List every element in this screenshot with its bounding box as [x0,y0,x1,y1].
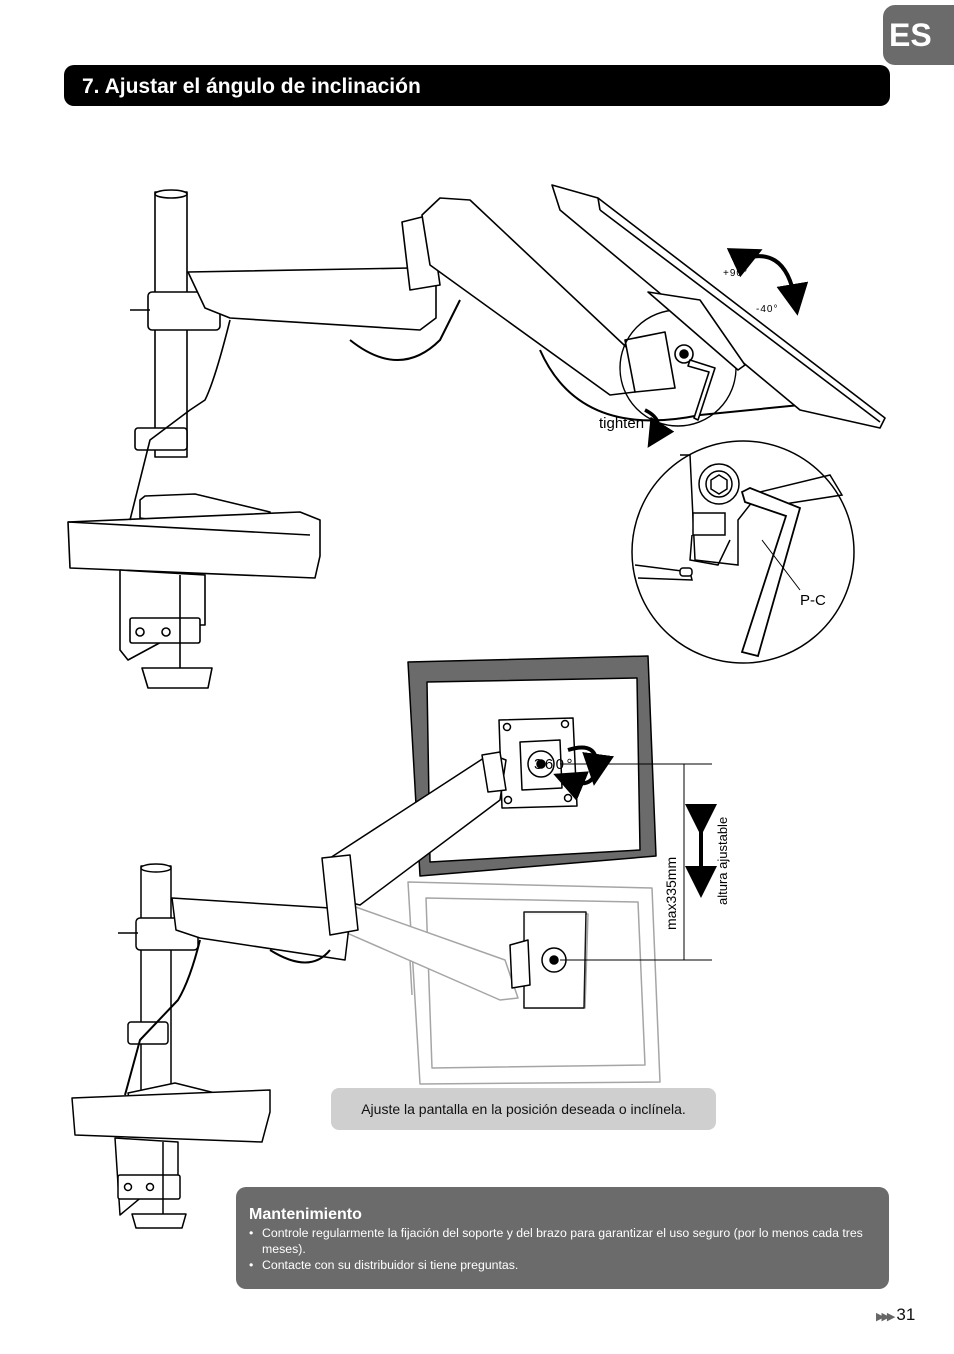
maintenance-item: Controle regularmente la fijación del so… [249,1225,877,1257]
maintenance-box: Mantenimiento Controle regularmente la f… [236,1187,889,1289]
tool-label: P-C [800,592,826,609]
section-title: 7. Ajustar el ángulo de inclinación [64,65,890,106]
maintenance-list: Controle regularmente la fijación del so… [249,1225,877,1273]
tilt-plus-label: +90° [723,268,748,279]
desk [67,511,321,579]
hex-key-tool [740,487,802,658]
maintenance-item: Contacte con su distribuidor si tiene pr… [249,1257,877,1273]
tilted-monitor [551,184,886,429]
maintenance-title: Mantenimiento [249,1206,362,1223]
height-label: max335mm [663,857,679,930]
page-arrows-icon: ▶▶▶ [876,1311,895,1323]
adjustable-label: altura ajustable [715,817,730,905]
page-number-value: 31 [896,1305,916,1324]
figure-tilt-illustration [67,184,886,689]
detail-zoom-circle [631,440,855,664]
language-tab: ES [883,5,954,65]
figure-height-illustration [71,655,717,1229]
arm-segment [187,267,437,331]
figure-caption: Ajuste la pantalla en la posición desead… [331,1088,716,1130]
ghost-monitor [339,881,661,1085]
tighten-label: tighten [599,415,644,432]
rotation-label: 360° [534,756,575,773]
page-number: ▶▶▶31 [876,1305,915,1327]
desk-2 [71,1089,271,1143]
tilt-minus-label: -40° [756,304,778,315]
